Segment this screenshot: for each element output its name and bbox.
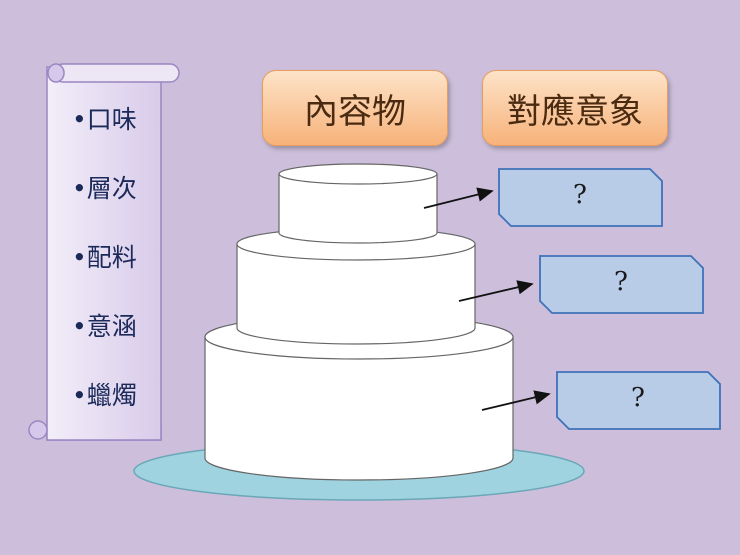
answer-box-3 [556, 371, 721, 430]
scroll-item-candles: •蠟燭 [72, 381, 137, 410]
answer-text-3: ? [631, 383, 645, 413]
scroll-item-meaning: •意涵 [72, 312, 137, 341]
scroll-item-toppings: •配料 [72, 243, 137, 272]
answer-box-2 [539, 255, 704, 314]
scroll-item-flavor: •口味 [72, 105, 137, 134]
cake-tier-top [278, 163, 438, 244]
arrow-top-tier [423, 187, 494, 209]
answer-text-1: ? [573, 180, 587, 210]
arrow-middle-tier [458, 280, 534, 302]
scroll-item-layers: •層次 [72, 174, 137, 203]
arrow-bottom-tier [481, 390, 551, 411]
header-meaning: 對應意象 [482, 70, 668, 146]
scroll-banner [28, 63, 180, 441]
cake-tier-middle [236, 227, 476, 345]
answer-text-2: ? [614, 267, 628, 297]
answer-box-1 [498, 168, 663, 227]
header-content: 內容物 [262, 70, 448, 146]
